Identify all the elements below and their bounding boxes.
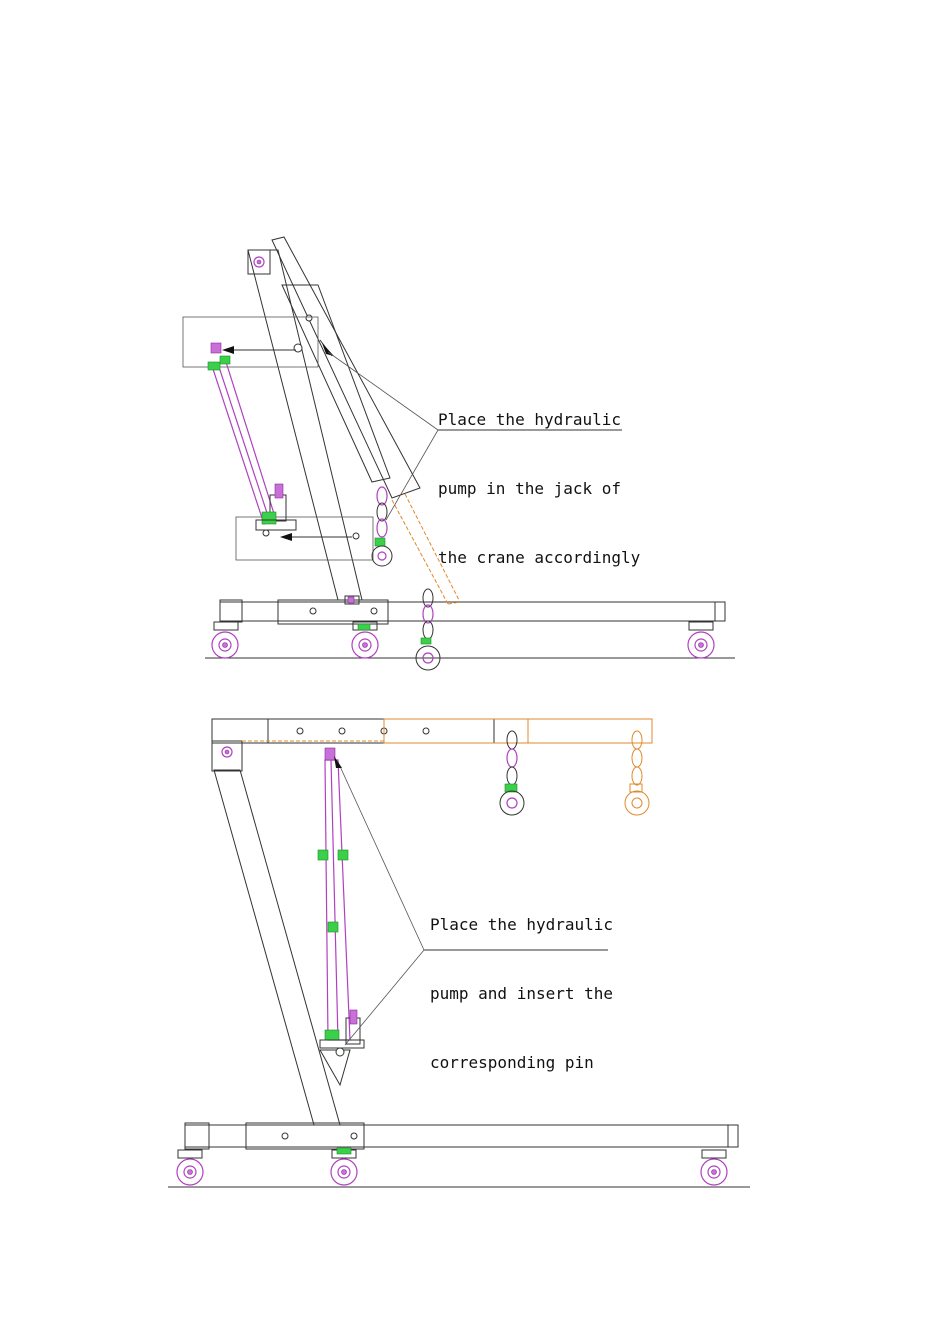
caster-wheel-icon bbox=[701, 1150, 727, 1185]
mast-column bbox=[214, 770, 350, 1125]
caster-wheel-icon bbox=[177, 1150, 203, 1185]
chain-hook-icon bbox=[500, 731, 524, 815]
leader-line bbox=[386, 430, 438, 520]
boom-arm bbox=[212, 719, 494, 771]
hydraulic-cylinder-icon bbox=[208, 343, 296, 536]
leader-line bbox=[328, 352, 438, 430]
caster-wheel-icon bbox=[212, 622, 238, 658]
chain-hook-icon bbox=[372, 487, 392, 566]
base-beam bbox=[185, 1123, 738, 1149]
leader-line bbox=[338, 762, 424, 950]
detail-box-top bbox=[183, 317, 318, 367]
callout-line: the crane accordingly bbox=[438, 546, 640, 569]
base-beam bbox=[220, 600, 725, 624]
callout-text-1: Place the hydraulic pump in the jack of … bbox=[438, 362, 640, 592]
callout-text-2: Place the hydraulic pump and insert the … bbox=[430, 867, 613, 1097]
boom-arm bbox=[248, 237, 420, 498]
detail-box-bottom bbox=[236, 517, 373, 560]
mast-column bbox=[248, 250, 362, 604]
hydraulic-cylinder-icon bbox=[318, 748, 364, 1056]
callout-line: pump in the jack of bbox=[438, 477, 640, 500]
caster-wheel-icon bbox=[352, 622, 378, 658]
caster-wheel-icon bbox=[331, 1148, 357, 1185]
callout-line: Place the hydraulic bbox=[430, 913, 613, 936]
leader-line bbox=[345, 950, 424, 1045]
chain-hook-ghost-icon bbox=[625, 731, 649, 815]
caster-wheel-icon bbox=[688, 622, 714, 658]
callout-line: pump and insert the bbox=[430, 982, 613, 1005]
callout-line: Place the hydraulic bbox=[438, 408, 640, 431]
callout-line: corresponding pin bbox=[430, 1051, 613, 1074]
